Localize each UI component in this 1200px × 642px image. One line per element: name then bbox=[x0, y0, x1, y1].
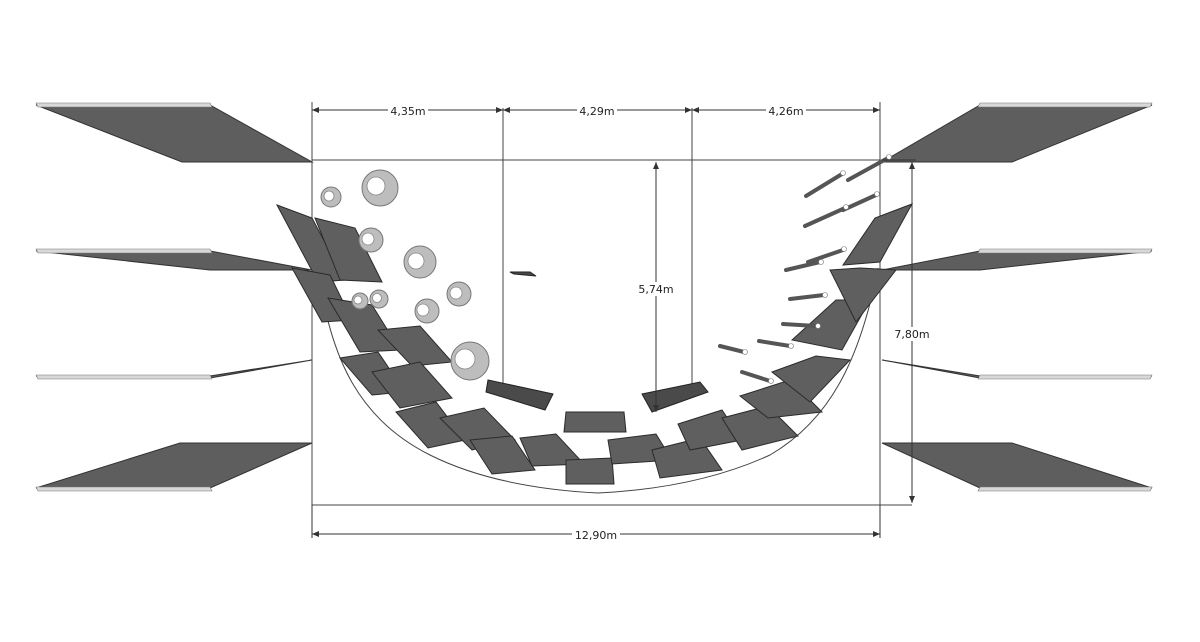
ring-hold bbox=[351, 292, 369, 310]
slab bbox=[641, 381, 709, 413]
ledge-left-1 bbox=[35, 102, 314, 163]
ledge-left-4 bbox=[35, 442, 313, 492]
ledge-left-3 bbox=[35, 359, 313, 380]
slab bbox=[371, 361, 453, 409]
ring-hold bbox=[361, 169, 399, 207]
slab bbox=[565, 457, 615, 485]
ledge-right-3 bbox=[881, 359, 1153, 380]
slab bbox=[841, 203, 914, 266]
peg-hold bbox=[740, 370, 774, 384]
peg-hold bbox=[804, 170, 846, 198]
ring-hold bbox=[450, 341, 490, 381]
peg-hold bbox=[846, 154, 892, 182]
peg-holds bbox=[718, 154, 892, 384]
dim-total-width-label: 12,90m bbox=[575, 529, 617, 542]
dim-top-middle-label: 4,29m bbox=[579, 105, 614, 118]
dim-total-height-label: 7,80m bbox=[894, 328, 929, 341]
dim-top-right-label: 4,26m bbox=[768, 105, 803, 118]
ring-hold bbox=[414, 298, 440, 324]
ledge-right-1 bbox=[880, 102, 1153, 163]
right-ledges bbox=[880, 102, 1153, 492]
slab bbox=[563, 411, 627, 433]
peg-hold bbox=[781, 322, 821, 329]
ring-hold bbox=[403, 245, 437, 279]
peg-hold bbox=[784, 259, 824, 272]
ledge-right-2 bbox=[881, 248, 1153, 271]
slab bbox=[829, 267, 897, 323]
ring-hold bbox=[369, 289, 389, 309]
bowl-slabs bbox=[275, 203, 914, 485]
ledge-left-2 bbox=[35, 248, 313, 271]
slab bbox=[485, 379, 554, 411]
peg-hold bbox=[803, 204, 849, 228]
slab bbox=[469, 435, 536, 475]
ledge-right-4 bbox=[881, 442, 1153, 492]
dim-top-left-label: 4,35m bbox=[390, 105, 425, 118]
ring-hold bbox=[358, 227, 384, 253]
peg-hold bbox=[788, 292, 828, 301]
peg-hold bbox=[718, 344, 748, 355]
ring-holds bbox=[320, 169, 490, 381]
slab bbox=[651, 437, 723, 479]
dimension-labels: 4,35m 4,29m 4,26m 5,74m 7,80m 12,90m bbox=[388, 104, 932, 542]
peg-hold bbox=[806, 246, 847, 264]
ring-hold bbox=[320, 186, 342, 208]
slab bbox=[770, 355, 852, 403]
peg-hold bbox=[757, 339, 794, 349]
slab bbox=[738, 379, 824, 419]
slab bbox=[509, 271, 537, 277]
left-ledges bbox=[35, 102, 314, 492]
ring-hold bbox=[446, 281, 472, 307]
slab bbox=[314, 217, 383, 283]
dim-inner-height-label: 5,74m bbox=[638, 283, 673, 296]
